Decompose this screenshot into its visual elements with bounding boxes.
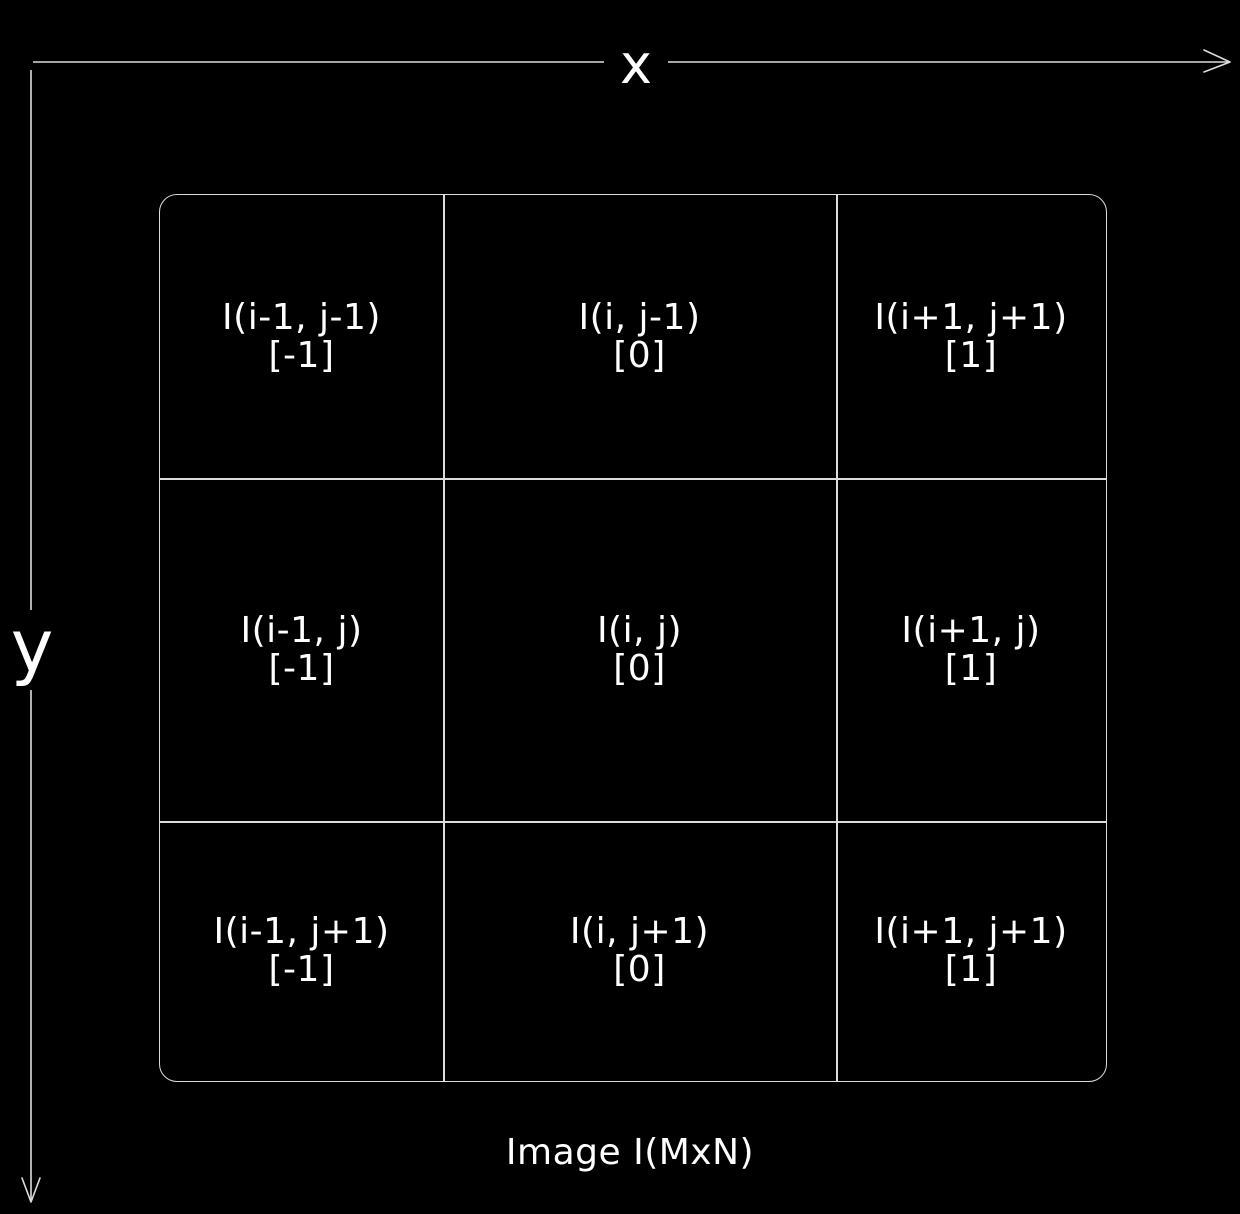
- grid-cell: I(i-1, j+1) [-1]: [160, 821, 443, 1081]
- cell-expression: I(i-1, j-1): [222, 296, 381, 338]
- cell-expression: I(i+1, j+1): [874, 296, 1068, 338]
- kernel-grid: I(i-1, j-1) [-1] I(i, j-1) [0] I(i+1, j+…: [159, 194, 1107, 1082]
- cell-expression: I(i+1, j+1): [874, 911, 1068, 953]
- cell-weight: [0]: [613, 949, 666, 990]
- grid-divider-vertical-1: [443, 195, 445, 1081]
- cell-weight: [0]: [613, 334, 666, 376]
- grid-cell: I(i+1, j+1) [1]: [836, 821, 1106, 1081]
- cell-weight: [0]: [613, 647, 666, 689]
- cell-weight: [-1]: [268, 647, 335, 689]
- image-caption: Image I(MxN): [505, 1132, 755, 1173]
- grid-cell: I(i-1, j-1) [-1]: [160, 195, 443, 478]
- grid-cell: I(i-1, j) [-1]: [160, 478, 443, 821]
- cell-weight: [1]: [944, 647, 998, 689]
- grid-cell: I(i, j-1) [0]: [443, 195, 836, 478]
- grid-cell: I(i+1, j+1) [1]: [836, 195, 1106, 478]
- cell-expression: I(i-1, j+1): [213, 911, 390, 953]
- y-axis-arrowhead: [21, 1177, 41, 1203]
- cell-weight: [1]: [944, 949, 998, 990]
- grid-divider-vertical-2: [836, 195, 838, 1081]
- cell-weight: [1]: [944, 334, 998, 376]
- cell-weight: [-1]: [268, 949, 335, 990]
- grid-divider-horizontal-1: [160, 478, 1106, 480]
- cell-expression: I(i, j+1): [569, 911, 710, 953]
- cell-expression: I(i, j): [596, 609, 683, 651]
- y-axis-label: y: [4, 610, 60, 690]
- x-axis-arrowhead: [1203, 49, 1231, 73]
- grid-cell: I(i+1, j) [1]: [836, 478, 1106, 821]
- grid-cell: I(i, j) [0]: [443, 478, 836, 821]
- cell-expression: I(i+1, j): [901, 609, 1041, 651]
- cell-weight: [-1]: [268, 334, 335, 376]
- x-axis-label: x: [604, 38, 668, 92]
- cell-expression: I(i, j-1): [578, 296, 701, 338]
- grid-cell: I(i, j+1) [0]: [443, 821, 836, 1081]
- grid-divider-horizontal-2: [160, 821, 1106, 823]
- cell-expression: I(i-1, j): [240, 609, 363, 651]
